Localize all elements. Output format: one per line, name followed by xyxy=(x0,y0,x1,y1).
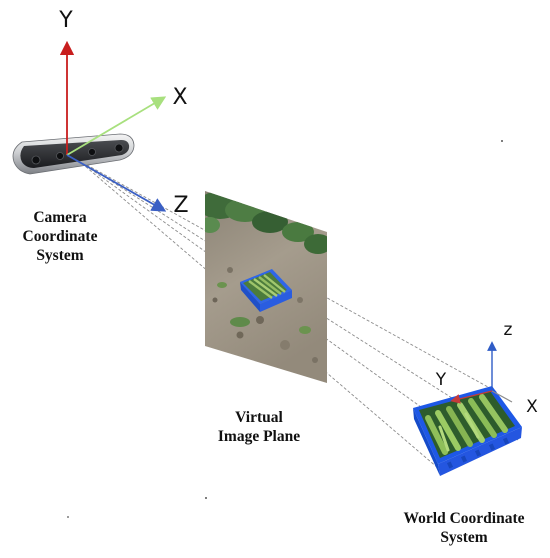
camera-coordinate-system-label: Camera Coordinate System xyxy=(22,209,98,264)
world-axes: z Y X xyxy=(435,320,538,417)
world-crate xyxy=(413,386,522,476)
world-y-label: Y xyxy=(435,370,447,390)
virtual-image-plane xyxy=(205,191,327,383)
world-x-axis xyxy=(491,390,513,403)
camera-lens-icon xyxy=(88,148,96,156)
world-y-axis xyxy=(450,390,493,404)
camera-z-axis xyxy=(66,154,167,212)
camera-y-label: Y xyxy=(58,8,73,33)
camera-x-axis xyxy=(66,96,167,156)
world-z-label: z xyxy=(504,320,513,340)
world-coordinate-system-label: World Coordinate System xyxy=(403,510,525,546)
stray-specks xyxy=(67,140,503,518)
world-x-label: X xyxy=(526,397,538,417)
virtual-image-plane-label: Virtual Image Plane xyxy=(217,409,301,445)
camera-axes: Y X Z xyxy=(58,8,188,218)
camera-lens-icon xyxy=(56,152,64,160)
camera-x-label: X xyxy=(172,85,187,110)
crate-in-image xyxy=(240,269,292,312)
camera-lens-icon xyxy=(31,155,41,165)
camera-z-label: Z xyxy=(173,193,188,218)
camera-lens-icon xyxy=(114,143,124,153)
camera-device xyxy=(12,133,135,175)
